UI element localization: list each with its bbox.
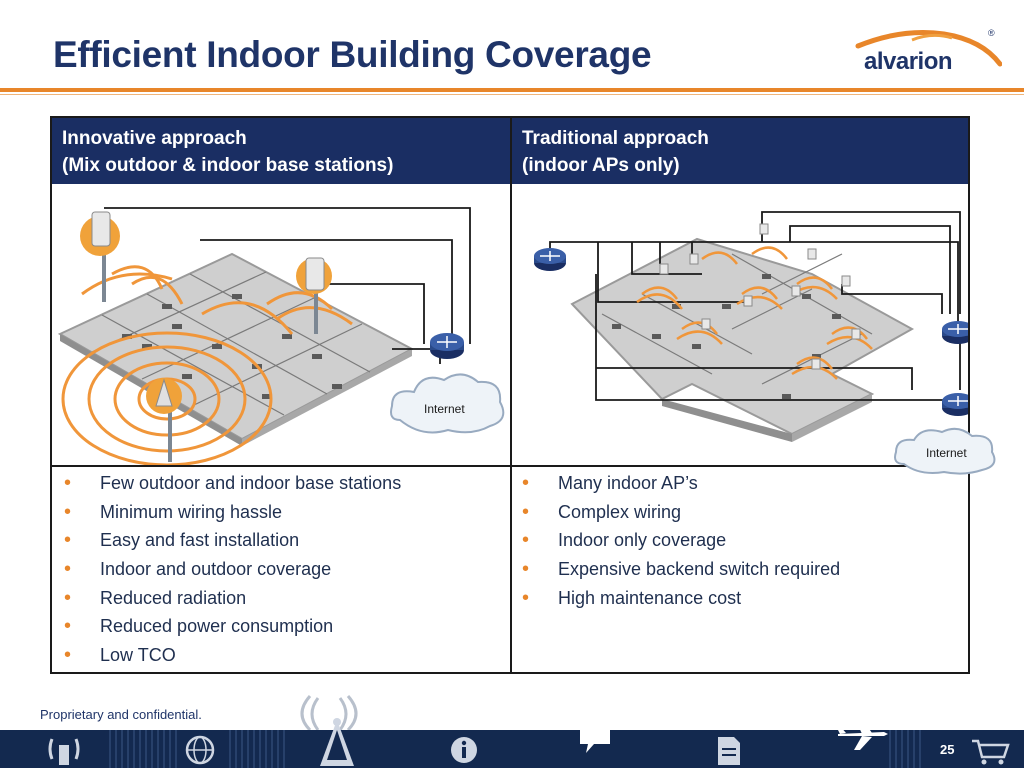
footer-bar — [0, 730, 1024, 768]
router-icon — [430, 333, 464, 359]
coverage-waves — [61, 265, 353, 467]
airplane-icon — [836, 716, 888, 750]
list-item: •Few outdoor and indoor base stations — [64, 472, 402, 494]
alvarion-logo: alvarion ® — [852, 26, 1002, 76]
globe-icon — [185, 735, 215, 765]
indoor-base-station — [146, 378, 182, 462]
wiring-lines — [104, 207, 471, 364]
list-item: •Reduced power consumption — [64, 615, 334, 638]
list-item: •Expensive backend switch required — [522, 558, 841, 581]
header-innovative-line2: (Mix outdoor & indoor base stations) — [62, 155, 394, 176]
router-icon — [942, 321, 974, 344]
header-innovative-line1: Innovative approach — [62, 128, 247, 149]
internet-cloud-icon — [390, 373, 505, 434]
list-item: •Indoor only coverage — [522, 529, 727, 552]
registered-mark: ® — [988, 28, 995, 38]
wifi-tower-icon — [48, 738, 80, 765]
logo-swoosh-icon — [855, 30, 1002, 67]
confidentiality-notice: Proprietary and confidential. — [40, 707, 202, 722]
list-item: •Low TCO — [64, 644, 176, 667]
antenna-icon — [320, 718, 354, 766]
document-icon — [718, 737, 740, 765]
cart-icon — [972, 739, 1010, 765]
list-item: •High maintenance cost — [522, 586, 742, 609]
list-item: •Complex wiring — [522, 500, 682, 523]
outdoor-base-station-2 — [296, 257, 332, 334]
signal-waves-icon — [300, 695, 358, 732]
logo-wordmark: alvarion — [864, 48, 953, 75]
header-traditional-line2: (indoor APs only) — [522, 155, 680, 176]
header-traditional-line1: Traditional approach — [522, 128, 709, 149]
page-number: 25 — [940, 742, 955, 757]
innovative-diagram: Internet — [52, 184, 510, 467]
info-icon — [451, 737, 477, 763]
traditional-diagram — [512, 184, 992, 465]
row-divider — [52, 465, 968, 467]
internet-cloud-right: Internet — [890, 424, 1002, 476]
header-rule-thin — [0, 94, 1024, 95]
list-item: •Reduced radiation — [64, 586, 247, 609]
traditional-drawbacks-list: •Many indoor AP’s •Complex wiring •Indoo… — [520, 469, 960, 612]
comparison-table: Innovative approach (Mix outdoor & indoo… — [50, 116, 992, 674]
list-item: •Indoor and outdoor coverage — [64, 558, 332, 581]
internet-label: Internet — [926, 446, 967, 460]
column-divider — [510, 118, 512, 672]
internet-cloud-icon — [894, 427, 996, 475]
header-rule — [0, 88, 1024, 92]
list-item: •Many indoor AP’s — [522, 472, 698, 494]
outdoor-base-station-1 — [80, 211, 120, 302]
list-item: •Easy and fast installation — [64, 529, 300, 552]
page-title: Efficient Indoor Building Coverage — [53, 34, 652, 75]
list-item: •Minimum wiring hassle — [64, 500, 283, 523]
speech-bubble-icon — [580, 726, 610, 753]
innovative-benefits-list: •Few outdoor and indoor base stations •M… — [62, 469, 502, 670]
header-innovative: Innovative approach (Mix outdoor & indoo… — [52, 118, 511, 184]
router-icon — [942, 393, 974, 416]
router-icon — [534, 248, 566, 271]
internet-label: Internet — [424, 402, 465, 416]
indoor-access-points — [659, 223, 861, 370]
header-traditional: Traditional approach (indoor APs only) — [512, 118, 968, 184]
